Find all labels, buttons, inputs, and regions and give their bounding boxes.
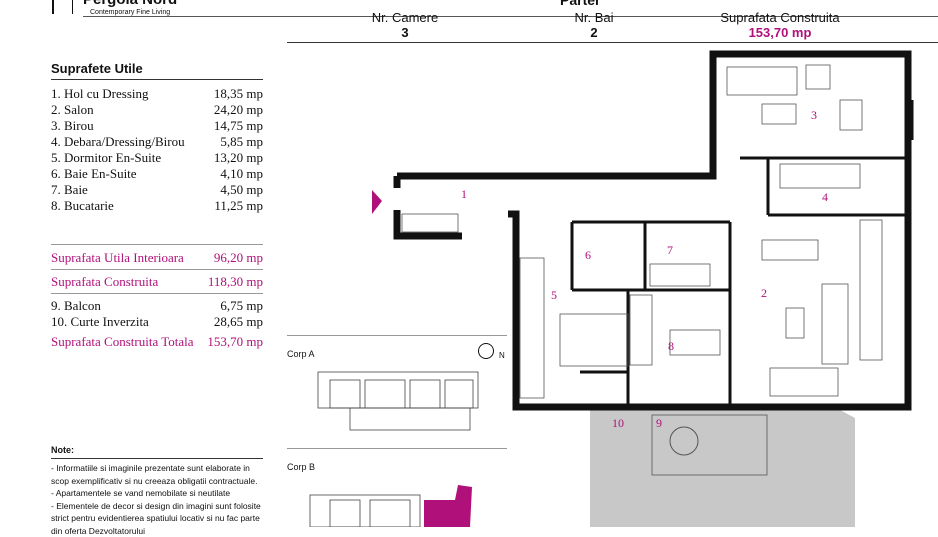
room-number-label: 10: [612, 416, 624, 431]
entrance-arrow-icon: [372, 190, 382, 214]
room-number-label: 4: [822, 190, 828, 205]
corp-a-keyplan: [318, 372, 478, 430]
apartment-highlight: [424, 485, 472, 527]
room-number-label: 3: [811, 108, 817, 123]
balcony: [590, 410, 855, 527]
room-number-label: 2: [761, 286, 767, 301]
room-number-label: 6: [585, 248, 591, 263]
corp-b-keyplan: [310, 495, 420, 527]
furniture: [402, 65, 882, 398]
room-number-label: 5: [551, 288, 557, 303]
room-number-label: 9: [656, 416, 662, 431]
walls: [397, 54, 910, 407]
room-number-label: 8: [668, 339, 674, 354]
room-number-label: 7: [667, 243, 673, 258]
interior-walls: [572, 158, 908, 407]
room-number-label: 1: [461, 187, 467, 202]
